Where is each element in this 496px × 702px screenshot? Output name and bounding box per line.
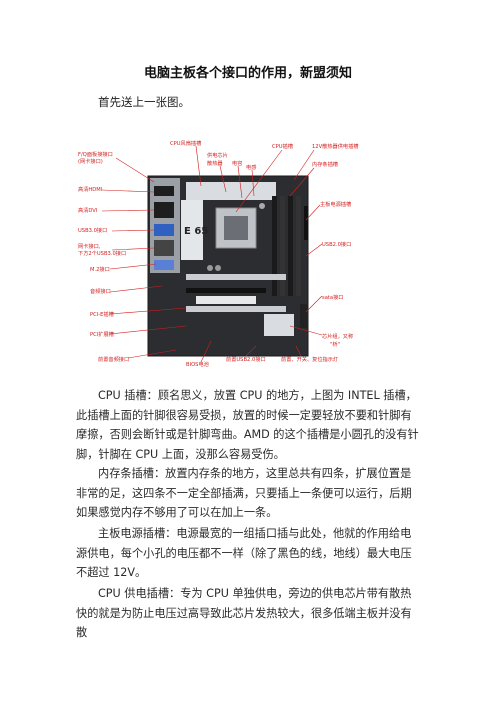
board-marking: E 65 — [184, 226, 208, 237]
vrm-heatsink-left — [181, 200, 203, 260]
label-sata: sata接口 — [322, 293, 343, 301]
motherboard-diagram: E 65 F/Q面板接接口 (网卡接口) 高清HDMI 高清DVI USB3.0… — [78, 139, 358, 368]
label-pci: PCI扩展槽 — [90, 330, 114, 338]
label-cpu-fan: CPU风扇插槽 — [170, 139, 201, 147]
label-usb-left: USB3.0接口 — [78, 226, 107, 234]
label-inductor: 电感 — [246, 163, 256, 171]
label-cpu-power: 12V散热器供电插槽 — [312, 142, 358, 150]
label-bios-battery: BIOS电池 — [186, 360, 209, 368]
label-chip: 供电芯片 — [207, 151, 228, 159]
label-fq-panel: F/Q面板接接口 — [78, 150, 113, 158]
pcie-slot — [186, 274, 286, 280]
label-mem-slot: 内存条插槽 — [312, 160, 338, 168]
label-m2: M.2接口 — [90, 265, 110, 273]
label-lan-usb: 下方2个USB3.0接口 — [78, 249, 126, 257]
label-main-power: 主板电源插槽 — [320, 200, 351, 208]
label-usb-right: USB2.0接口 — [322, 240, 351, 248]
pointer-lines — [101, 145, 323, 363]
label-hdmi: 高清HDMI — [78, 185, 103, 193]
cpu-socket — [215, 207, 257, 249]
vrm-heatsink-top — [186, 182, 276, 200]
ram-slot — [272, 196, 277, 296]
label-cpu-socket: CPU插槽 — [272, 142, 293, 150]
label-pcie: PCI-E插槽 — [90, 310, 114, 318]
label-audio: 音频接口 — [90, 287, 111, 295]
label-chipset: 芯片组，又称 — [322, 332, 353, 340]
label-front-usb: 前置USB2.0接口 — [226, 355, 266, 363]
m2-shield — [196, 296, 256, 304]
chipset-heatsink — [264, 314, 294, 336]
label-capacitor: 电容 — [232, 159, 242, 167]
paragraph-memory: 内存条插槽：放置内存条的地方，这里总共有四条，扩展位置是非常的足，这四条不一定全… — [76, 467, 412, 520]
label-chipset-bridge: "桥" — [330, 340, 340, 348]
label-front-switch: 前置、开关、复位指示灯 — [281, 355, 338, 363]
paragraph-cpu-power: CPU 供电插槽：专为 CPU 单独供电，旁边的供电芯片带有散热快的就是为防止电… — [76, 587, 412, 640]
label-dvi: 高清DVI — [78, 206, 98, 214]
paragraph-main-power: 主板电源插槽：电源最宽的一组插口插与此处，他就的作用给电源供电，每个小孔的电压都… — [76, 527, 412, 580]
label-lan-top: (网卡接口) — [78, 157, 103, 165]
label-lan: 网卡接口, — [78, 242, 101, 250]
label-heatsink: 散热器 — [207, 159, 223, 167]
document-title: 电脑主板各个接口的作用，新盟须知 — [143, 66, 352, 81]
paragraph-cpu-socket: CPU 插槽：顾名思义，放置 CPU 的地方，上图为 INTEL 插槽，此插槽上… — [76, 389, 419, 462]
intro-text: 首先送上一张图。 — [98, 95, 190, 109]
label-front-audio: 前置音频接口 — [98, 355, 129, 363]
motherboard-photo: E 65 F/Q面板接接口 (网卡接口) 高清HDMI 高清DVI USB3.0… — [76, 136, 396, 376]
